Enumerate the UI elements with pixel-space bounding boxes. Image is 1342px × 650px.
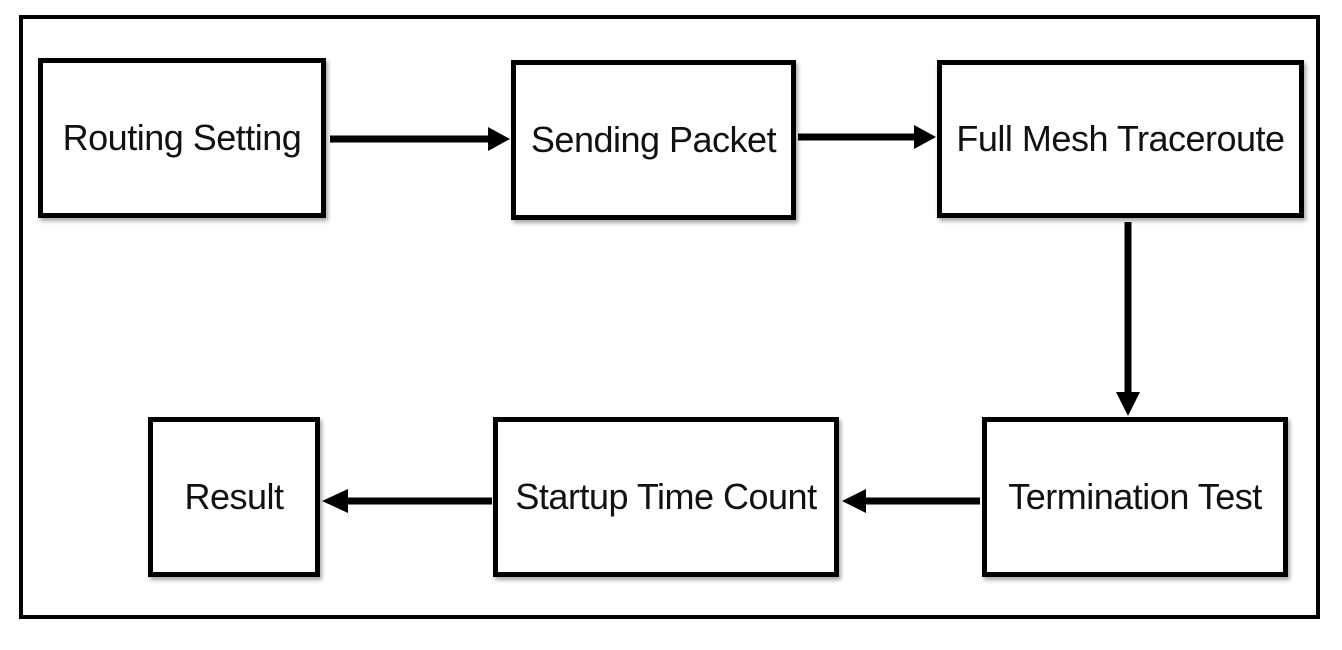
node-termination-test: Termination Test bbox=[982, 417, 1288, 577]
node-label: Startup Time Count bbox=[515, 476, 817, 517]
node-label: Routing Setting bbox=[62, 117, 302, 158]
node-result: Result bbox=[148, 417, 320, 577]
node-startup-time-count: Startup Time Count bbox=[493, 417, 839, 577]
node-routing-setting: Routing Setting bbox=[38, 58, 326, 218]
node-sending-packet: Sending Packet bbox=[511, 60, 796, 220]
node-label: Termination Test bbox=[1008, 476, 1262, 517]
node-full-mesh-traceroute: Full Mesh Traceroute bbox=[937, 60, 1304, 218]
node-label: Sending Packet bbox=[530, 119, 777, 160]
node-label: Result bbox=[184, 476, 284, 517]
node-label: Full Mesh Traceroute bbox=[956, 118, 1285, 159]
